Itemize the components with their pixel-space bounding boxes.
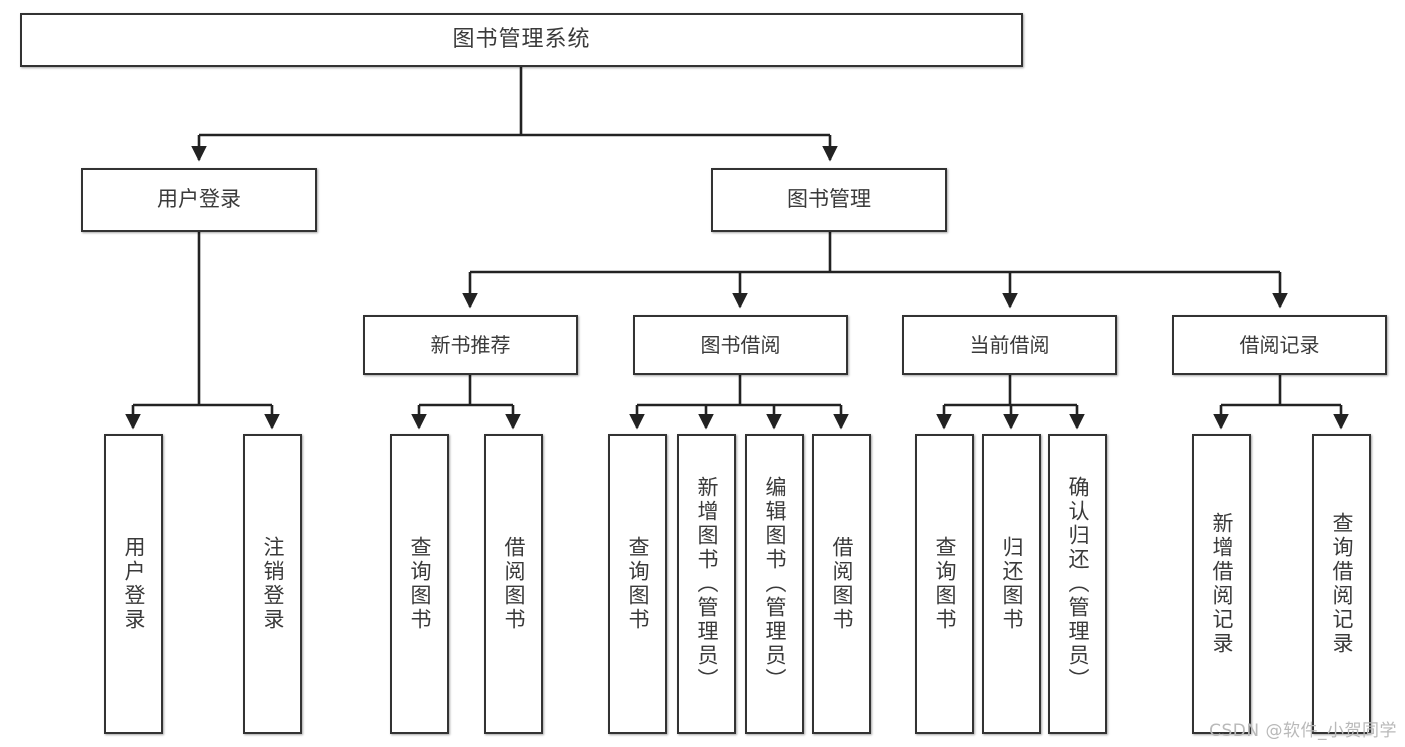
node-label: 编辑图书（管理员） <box>763 476 787 692</box>
node-root-book-management-system[interactable]: 图书管理系统 <box>20 13 1023 67</box>
node-label: 新增图书（管理员） <box>695 476 719 692</box>
leaf-book-borrow-edit-book-admin[interactable]: 编辑图书（管理员） <box>745 434 804 734</box>
node-new-book-recommend[interactable]: 新书推荐 <box>363 315 578 375</box>
node-label: 图书借阅 <box>700 332 781 357</box>
node-label: 借阅图书 <box>502 536 526 632</box>
node-book-borrow[interactable]: 图书借阅 <box>633 315 848 375</box>
leaf-book-borrow-borrow-book[interactable]: 借阅图书 <box>812 434 871 734</box>
leaf-book-borrow-add-book-admin[interactable]: 新增图书（管理员） <box>677 434 736 734</box>
node-label: 确认归还（管理员） <box>1066 476 1090 692</box>
node-label: 用户登录 <box>157 187 241 212</box>
leaf-current-borrow-confirm-return-admin[interactable]: 确认归还（管理员） <box>1048 434 1107 734</box>
node-label: 查询图书 <box>408 536 432 632</box>
node-label: 借阅记录 <box>1239 332 1320 357</box>
leaf-user-login-login[interactable]: 用户登录 <box>104 434 163 734</box>
node-book-management[interactable]: 图书管理 <box>711 168 947 232</box>
leaf-new-book-borrow-book[interactable]: 借阅图书 <box>484 434 543 734</box>
node-label: 新增借阅记录 <box>1210 512 1234 656</box>
node-label: 查询图书 <box>933 536 957 632</box>
node-label: 新书推荐 <box>430 332 511 357</box>
node-label: 图书管理系统 <box>452 26 591 52</box>
node-current-borrow[interactable]: 当前借阅 <box>902 315 1117 375</box>
leaf-book-borrow-query-book[interactable]: 查询图书 <box>608 434 667 734</box>
node-label: 注销登录 <box>261 536 285 632</box>
node-label: 查询图书 <box>626 536 650 632</box>
node-label: 查询借阅记录 <box>1330 512 1354 656</box>
node-label: 当前借阅 <box>969 332 1050 357</box>
node-label: 图书管理 <box>787 187 871 212</box>
leaf-borrow-records-add-record[interactable]: 新增借阅记录 <box>1192 434 1251 734</box>
leaf-new-book-query-book[interactable]: 查询图书 <box>390 434 449 734</box>
node-label: 用户登录 <box>122 536 146 632</box>
leaf-current-borrow-return-book[interactable]: 归还图书 <box>982 434 1041 734</box>
node-user-login[interactable]: 用户登录 <box>81 168 317 232</box>
node-label: 归还图书 <box>1000 536 1024 632</box>
node-label: 借阅图书 <box>830 536 854 632</box>
leaf-borrow-records-query-record[interactable]: 查询借阅记录 <box>1312 434 1371 734</box>
node-borrow-records[interactable]: 借阅记录 <box>1172 315 1387 375</box>
leaf-current-borrow-query-book[interactable]: 查询图书 <box>915 434 974 734</box>
leaf-user-login-logout[interactable]: 注销登录 <box>243 434 302 734</box>
